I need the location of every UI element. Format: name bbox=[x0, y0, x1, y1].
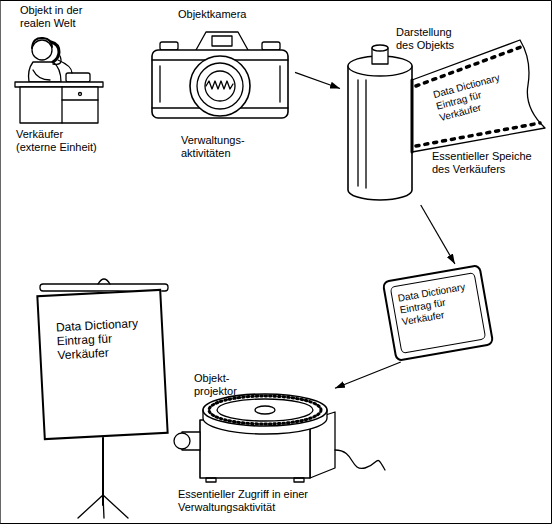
film-roll-drawing bbox=[411, 80, 414, 152]
slide-frame: Data Dictionary Eintrag für Verkäufer bbox=[382, 264, 495, 362]
flow-arrow bbox=[295, 72, 340, 88]
projector-drawing bbox=[294, 478, 304, 482]
node-label: Data Dictionary Eintrag für Verkäufer bbox=[390, 272, 487, 354]
camera-drawing bbox=[262, 42, 280, 50]
object-projector: Objekt- projektorEssentieller Zugriff in… bbox=[170, 370, 335, 522]
node-label: Data Dictionary Eintrag für Verkäufer bbox=[432, 68, 522, 124]
film-roll-drawing bbox=[348, 66, 412, 200]
node-label: Objekt in der realen Welt bbox=[20, 4, 102, 30]
camera-drawing bbox=[160, 42, 178, 50]
salesperson-drawing bbox=[51, 42, 59, 62]
salesperson-drawing bbox=[61, 87, 62, 123]
node-label: Verkäufer (externe Einheit) bbox=[16, 128, 104, 154]
flow-arrow bbox=[335, 362, 401, 388]
salesperson-drawing bbox=[15, 82, 103, 87]
salesperson-drawing bbox=[20, 87, 98, 123]
camera-drawing bbox=[212, 36, 232, 46]
node-label: Verwaltungs- aktivitäten bbox=[181, 134, 259, 160]
film-roll-drawing bbox=[348, 40, 545, 200]
camera-drawing bbox=[197, 63, 243, 109]
film-roll-drawing bbox=[412, 40, 545, 152]
salesperson-drawing bbox=[29, 62, 62, 82]
real-world-object: Objekt in der realen WeltVerkäufer (exte… bbox=[10, 4, 122, 156]
camera-drawing bbox=[190, 56, 250, 116]
node-label: Objektkamera bbox=[178, 8, 278, 21]
flow-arrow bbox=[421, 205, 455, 264]
film-roll: Darstellung des ObjektsData Dictionary E… bbox=[340, 20, 547, 205]
salesperson-drawing bbox=[32, 38, 52, 48]
film-roll-drawing bbox=[416, 123, 540, 146]
projector-drawing bbox=[217, 399, 313, 421]
film-roll-drawing bbox=[357, 80, 358, 186]
projector-drawing bbox=[255, 406, 275, 414]
projector-drawing bbox=[203, 394, 327, 426]
object-camera: ObjektkameraVerwaltungs- aktivitäten bbox=[145, 6, 295, 164]
node-label: Objekt- projektor bbox=[194, 372, 249, 398]
salesperson-drawing bbox=[62, 99, 98, 100]
film-roll-drawing bbox=[365, 80, 366, 188]
salesperson-drawing bbox=[33, 70, 50, 80]
projector-drawing bbox=[335, 450, 385, 470]
salesperson-drawing bbox=[66, 73, 90, 82]
camera-drawing bbox=[159, 66, 160, 102]
salesperson-drawing bbox=[15, 38, 103, 123]
camera-drawing bbox=[206, 81, 233, 89]
screen-stand-drawing bbox=[98, 279, 110, 284]
projector-drawing bbox=[174, 394, 385, 482]
camera-drawing bbox=[152, 32, 288, 118]
salesperson-drawing bbox=[79, 93, 82, 96]
screen-stand-drawing bbox=[78, 495, 128, 518]
camera-drawing bbox=[205, 71, 235, 101]
projector-drawing bbox=[209, 396, 321, 424]
camera-drawing bbox=[196, 32, 248, 50]
projector-drawing bbox=[206, 478, 216, 482]
camera-drawing bbox=[152, 50, 288, 118]
film-roll-drawing bbox=[372, 45, 388, 51]
projection-screen: Data Dictionary Eintrag für Verkäufer bbox=[36, 289, 168, 440]
node-label: Data Dictionary Eintrag für Verkäufer bbox=[56, 315, 153, 362]
salesperson-drawing bbox=[32, 40, 52, 60]
salesperson-drawing bbox=[58, 60, 72, 73]
node-label: Essentieller Speiche des Verkäufers bbox=[432, 150, 547, 176]
node-label: Darstellung des Objekts bbox=[396, 26, 471, 52]
node-label: Essentieller Zugriff in einer Verwaltung… bbox=[178, 488, 338, 514]
projector-drawing bbox=[174, 433, 190, 449]
camera-drawing bbox=[279, 66, 280, 102]
